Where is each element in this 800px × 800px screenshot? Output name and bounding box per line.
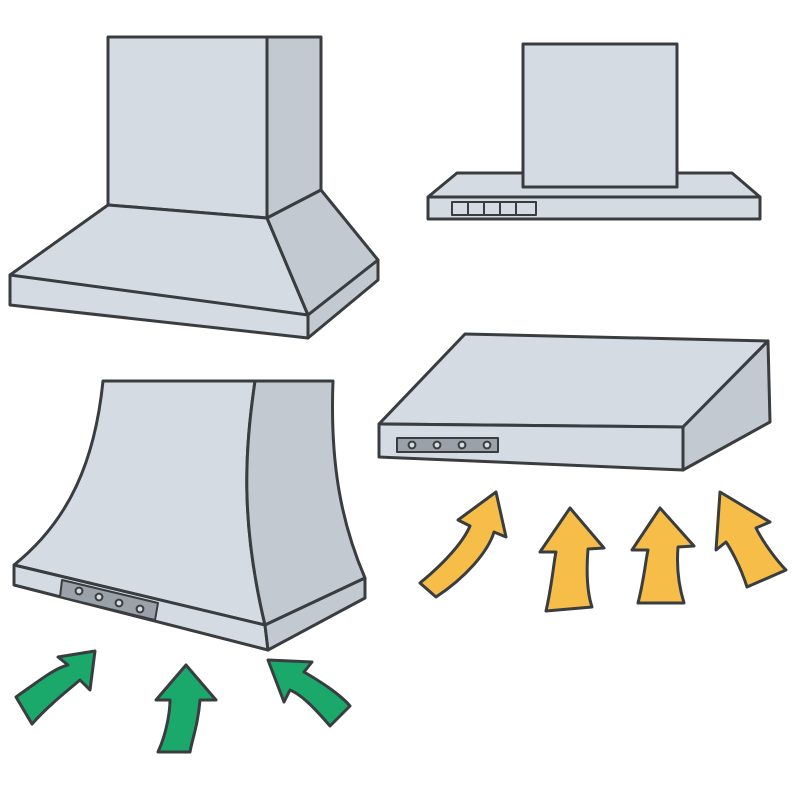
airflow-arrow-yellow-1 (418, 490, 508, 599)
control-panel (59, 579, 159, 621)
green-airflow-arrows (14, 649, 352, 754)
wall-chimney-hood (426, 42, 762, 221)
curved-hood (12, 379, 367, 652)
airflow-arrow-yellow-2 (538, 506, 606, 613)
airflow-arrow-yellow-3 (630, 506, 696, 605)
chimney-hood (8, 35, 380, 340)
yellow-airflow-arrows (418, 490, 788, 613)
airflow-arrow-green-1 (14, 649, 97, 726)
slant-hood (377, 332, 772, 472)
airflow-arrow-green-2 (154, 663, 218, 754)
airflow-arrow-green-3 (266, 658, 352, 728)
airflow-arrow-yellow-4 (714, 490, 788, 589)
control-panel (396, 437, 499, 453)
control-panel (451, 201, 537, 216)
